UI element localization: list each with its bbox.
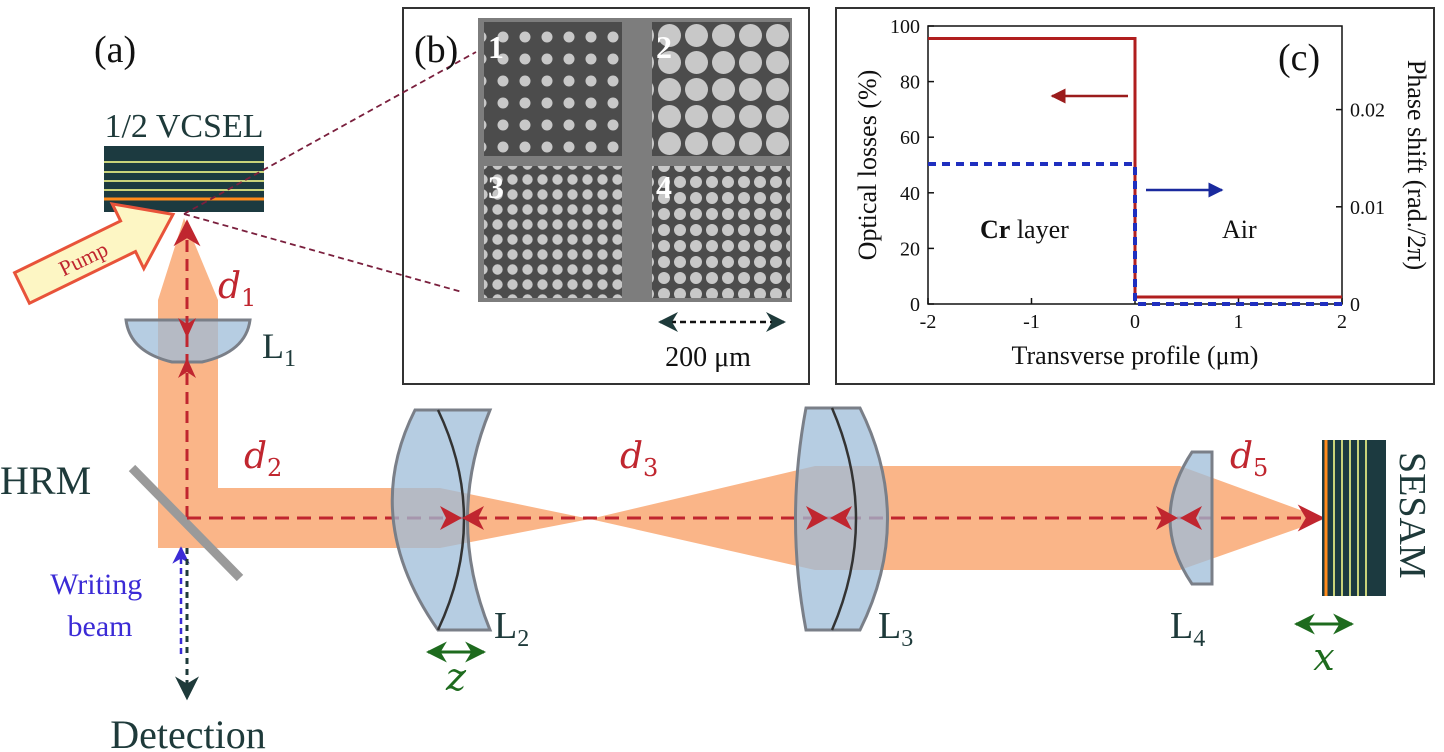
quadrant-4-label: 4 [656, 169, 672, 205]
focus-arrow-l2-a [440, 506, 462, 530]
y-left-tick-label: 60 [900, 127, 920, 149]
x-tick-label: 2 [1337, 311, 1347, 333]
quadrant-1-dots [484, 22, 622, 156]
y-left-tick-label: 100 [890, 16, 920, 38]
lens-l2 [390, 408, 493, 632]
y-right-tick-label: 0 [1350, 294, 1360, 316]
quadrant-1-label: 1 [488, 29, 504, 65]
z-label: z [445, 655, 467, 699]
y-left-tick-label: 20 [900, 238, 920, 260]
quadrant-2-dots [652, 22, 790, 156]
region-label-air: Air [1222, 215, 1257, 244]
vcsel-label: 1/2 VCSEL [104, 108, 263, 145]
phase-shift-line [928, 162, 1342, 306]
quadrant-4-dots [652, 166, 790, 298]
panel-label-a: (a) [94, 29, 136, 71]
detection-label: Detection [110, 712, 266, 752]
y-axis-right-label: Phase shift (rad./2π) [1402, 60, 1431, 270]
panel-label-c: (c) [1278, 37, 1320, 79]
x-tick-label: 1 [1234, 311, 1244, 333]
focus-arrow-l3-a [806, 506, 828, 530]
zoom-line-bottom [183, 213, 463, 293]
y-left-tick-label: 40 [900, 183, 920, 205]
lens-l1-label: L1 [262, 326, 296, 372]
chart-series [928, 37, 1342, 306]
focus-arrow-l1-up [178, 358, 196, 378]
sesam-chip [1322, 440, 1386, 596]
x-tick-label: 0 [1130, 311, 1140, 333]
x-tick-label: -1 [1023, 311, 1040, 333]
vcsel-chip [104, 146, 264, 212]
distance-d3: d3 [620, 436, 658, 482]
quadrant-3-dots [484, 166, 622, 298]
quadrant-2-label: 2 [656, 29, 672, 65]
y-right-tick-label: 0.02 [1350, 100, 1385, 122]
x-label: x [1313, 635, 1334, 679]
x-tick-label: -2 [920, 311, 937, 333]
focus-arrow-l1-down [178, 318, 196, 338]
laser-beam [158, 218, 1325, 570]
panel-label-b: (b) [414, 29, 458, 71]
focus-arrow-l4-b [1180, 506, 1202, 530]
y-left-tick-label: 80 [900, 72, 920, 94]
zoom-line-top [183, 51, 477, 215]
hrm-label: HRM [0, 458, 91, 503]
micrograph-panel: 1 2 3 4 200 μm (b) [183, 7, 810, 385]
y-right-tick-label: 0.01 [1350, 197, 1385, 219]
y-axis-left-label: Optical losses (%) [853, 70, 882, 261]
writing-beam-label: Writing beam [50, 568, 150, 643]
lens-l4-label: L4 [1170, 605, 1205, 652]
distance-d5: d5 [1230, 436, 1268, 482]
distance-d1: d1 [218, 266, 256, 312]
focus-arrow-l4-a [1156, 506, 1178, 530]
region-label-cr: Cr layer [980, 215, 1069, 244]
sesam-label: SESAM [1391, 452, 1433, 579]
quadrant-3-label: 3 [488, 169, 504, 205]
scale-label: 200 μm [665, 342, 751, 373]
lens-l2-label: L2 [494, 605, 529, 652]
focus-arrow-l2-b [462, 506, 484, 530]
focus-arrow-l3-b [830, 506, 852, 530]
lens-l3-label: L3 [878, 605, 913, 652]
x-axis-label: Transverse profile (μm) [1012, 341, 1259, 370]
y-left-tick-label: 0 [910, 294, 920, 316]
hrm-mirror [128, 464, 244, 582]
optical-setup: 1/2 VCSEL Pump L1 HRM L2 z [0, 29, 1433, 752]
distance-d2: d2 [244, 436, 282, 482]
